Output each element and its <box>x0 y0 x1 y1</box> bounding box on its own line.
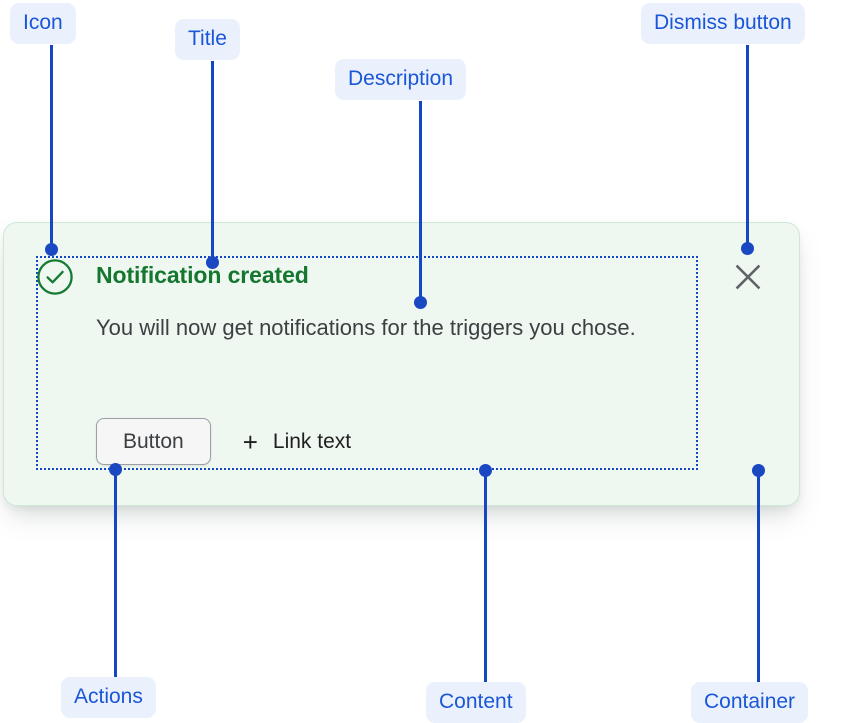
action-button[interactable]: Button <box>96 418 211 465</box>
notification-description: You will now get notifications for the t… <box>96 315 636 340</box>
leader-dot-actions <box>109 463 122 476</box>
annotation-pill-description: Description <box>335 59 467 100</box>
action-link-label: Link text <box>272 429 352 453</box>
check-circle-icon <box>36 258 74 296</box>
annotation-pill-title: Title <box>175 19 240 60</box>
plus-icon: + <box>242 426 258 457</box>
leader-line-icon <box>50 45 53 250</box>
leader-dot-container <box>752 464 765 477</box>
annotation-pill-actions: Actions <box>61 677 156 718</box>
annotation-pill-content: Content <box>426 682 526 723</box>
leader-line-content <box>484 474 487 682</box>
leader-line-actions <box>114 469 117 677</box>
leader-dot-icon <box>45 243 58 256</box>
leader-line-title <box>211 61 214 262</box>
notification-actions: Button + Link text <box>96 418 351 465</box>
leader-line-description <box>419 101 422 301</box>
close-icon[interactable] <box>731 260 765 294</box>
notification-title: Notification created <box>96 262 309 288</box>
annotation-pill-dismiss: Dismiss button <box>641 3 805 44</box>
leader-dot-title <box>206 256 219 269</box>
leader-line-container <box>757 474 760 682</box>
leader-dot-dismiss <box>741 242 754 255</box>
annotation-pill-container: Container <box>691 682 809 723</box>
action-link[interactable]: + Link text <box>243 429 351 455</box>
leader-line-dismiss <box>746 45 749 249</box>
annotation-pill-icon: Icon <box>10 3 76 44</box>
leader-dot-content <box>479 464 492 477</box>
leader-dot-description <box>414 296 427 309</box>
